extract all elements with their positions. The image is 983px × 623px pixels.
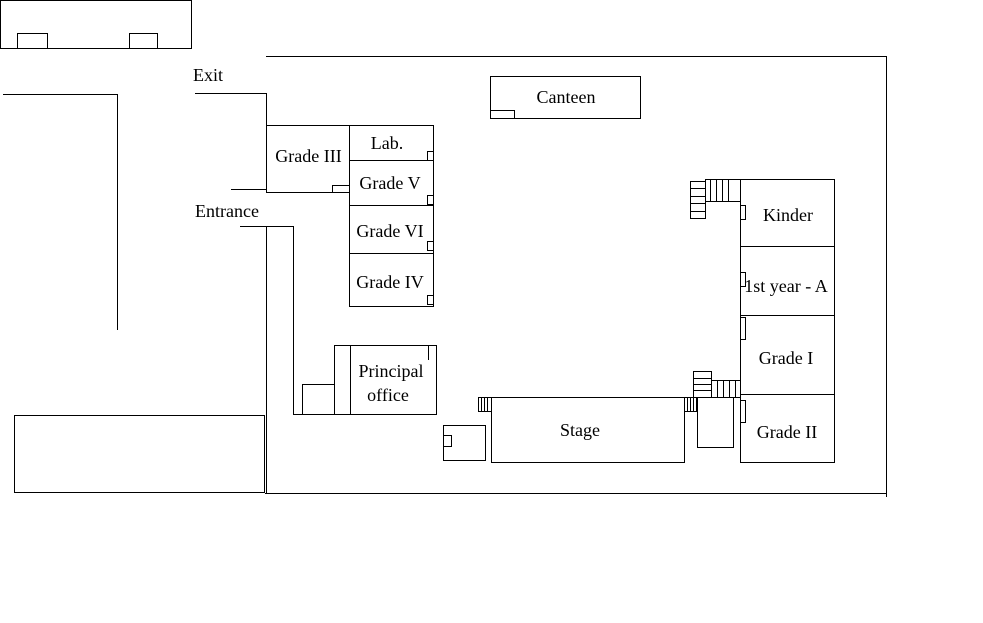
stage-label: Stage — [560, 420, 600, 440]
principal-office-room — [302, 345, 437, 415]
canteen-room — [490, 76, 641, 119]
grade-iii-label: Grade III — [275, 146, 342, 166]
stage-area — [443, 397, 697, 463]
bottom-left-building — [14, 415, 265, 493]
grade-ii-label: Grade II — [756, 422, 818, 442]
exit-label: Exit — [193, 65, 223, 85]
right-classroom-block — [740, 179, 835, 463]
grade-i-label: Grade I — [758, 348, 814, 368]
grade-v-label: Grade V — [359, 173, 421, 193]
lower-stairs — [693, 371, 741, 448]
school-perimeter — [195, 56, 887, 497]
principal-office-label-line2: office — [367, 385, 409, 405]
upper-stairs — [690, 179, 741, 219]
canteen-label: Canteen — [536, 87, 596, 107]
lab-label: Lab. — [370, 133, 404, 153]
left-wall — [3, 94, 118, 330]
top-left-building — [0, 0, 192, 49]
kinder-label: Kinder — [763, 205, 813, 225]
principal-office-label-line1: Principal — [358, 361, 424, 381]
entrance-label: Entrance — [195, 201, 259, 221]
grade-iv-label: Grade IV — [356, 272, 424, 292]
left-classroom-block — [266, 125, 434, 307]
first-year-a-label: 1st year - A — [744, 276, 828, 296]
grade-vi-label: Grade VI — [356, 221, 424, 241]
